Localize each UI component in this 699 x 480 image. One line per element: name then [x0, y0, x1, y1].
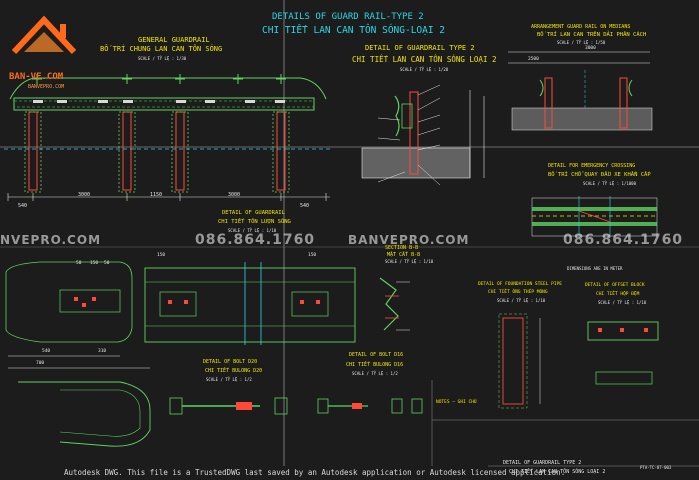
foundation-pipe-drawing	[498, 313, 541, 409]
notes-title: NOTES – GHI CHÚ	[436, 400, 477, 405]
dim-label: 150	[157, 253, 166, 258]
sectionbb-title-en: SECTION B-B	[385, 245, 419, 251]
dim-label: 700	[36, 361, 45, 366]
titleblock-line2: CHI TIẾT LAN CAN TÔN SÓNG LOẠI 2	[509, 469, 606, 475]
bolt-d16-drawing	[317, 398, 423, 414]
watermark-phone-right: 086.864.1760	[563, 232, 684, 248]
foundation-title-en: DETAIL OF FOUNDATION STEEL PIPE	[478, 282, 562, 287]
offset-scale: SCALE / TỶ LỆ : 1/10	[598, 300, 647, 305]
dim-label: 1150	[150, 192, 163, 198]
bolt20-scale: SCALE / TỶ LỆ : 1/2	[206, 377, 252, 382]
bolt-d20-drawing	[169, 397, 288, 415]
general-scale: SCALE / TỶ LỆ : 1/30	[138, 56, 187, 61]
median-scale: SCALE / TỶ LỆ : 1/50	[557, 40, 606, 45]
bolt20-title-vi: CHI TIẾT BULONG D20	[205, 368, 263, 374]
dim-label: 540	[18, 203, 28, 209]
sectionbb-title-vi: MẶT CẮT B-B	[387, 252, 421, 258]
dim-label: 2500	[528, 57, 539, 62]
median-arrangement	[508, 51, 653, 131]
guardrail-type2-section	[361, 84, 485, 186]
offset-title-vi: CHI TIẾT HỘP ĐỆM	[596, 292, 640, 297]
watermark-site-left: NVEPRO.COM	[0, 233, 102, 247]
logo-name: BAN-VE.COM	[9, 72, 64, 82]
type2-scale: SCALE / TỶ LỆ : 1/20	[400, 67, 449, 72]
dim-label: 3000	[78, 192, 91, 198]
type2-title-en: DETAIL OF GUARDRAIL TYPE 2	[365, 44, 475, 52]
bolt16-title-en: DETAIL OF BOLT D16	[349, 352, 404, 358]
bolt16-scale: SCALE / TỶ LỆ : 1/2	[352, 371, 398, 376]
dim-label: 150	[308, 253, 317, 258]
guardrail-plate-detail	[5, 261, 356, 447]
watermark-site-right: BANVEPRO.COM	[348, 233, 470, 247]
guardrail-scale: SCALE / TỶ LỆ : 1/10	[228, 228, 277, 233]
logo-tagline: BANVEPRO.COM	[28, 84, 65, 90]
emergency-note: DIMENSIONS ARE IN METER	[567, 266, 623, 271]
titleblock-code: PTA-TC-07-003	[640, 465, 672, 470]
dim-label: 3000	[585, 46, 596, 51]
dim-label: 540	[42, 349, 51, 354]
house-logo-icon	[11, 15, 77, 55]
dim-label: 150	[90, 261, 99, 266]
offset-title-en: DETAIL OF OFFSET BLOCK	[585, 283, 645, 288]
dim-label: 310	[98, 349, 107, 354]
dwg-status-message: Autodesk DWG. This file is a TrustedDWG …	[64, 468, 566, 477]
main-title-vi: CHI TIẾT LAN CAN TÔN SÓNG-LOẠI 2	[262, 25, 446, 36]
type2-title-vi: CHI TIẾT LAN CAN TÔN SÓNG LOẠI 2	[352, 55, 497, 64]
offset-block-drawing	[587, 321, 659, 385]
main-title-en: DETAILS OF GUARD RAIL-TYPE 2	[272, 12, 424, 22]
watermark-phone-left: 086.864.1760	[195, 232, 316, 248]
dim-label: 50	[76, 261, 82, 266]
general-title-vi: BỐ TRÍ CHUNG LAN CAN TÔN SÓNG	[100, 45, 223, 53]
bolt16-title-vi: CHI TIẾT BULONG D16	[346, 362, 404, 368]
guardrail-title-vi: CHI TIẾT TÔN LƯỢN SÓNG	[218, 219, 291, 225]
guardrail-title-en: DETAIL OF GUARDRAIL	[222, 210, 285, 216]
emergency-title-en: DETAIL FOR EMERGENCY CROSSING	[548, 163, 636, 169]
dim-label: 50	[104, 261, 110, 266]
foundation-scale: SCALE / TỶ LỆ : 1/10	[497, 298, 546, 303]
section-bb-drawing	[379, 277, 410, 331]
bolt20-title-en: DETAIL OF BOLT D20	[203, 359, 258, 365]
dim-label: 540	[300, 203, 310, 209]
median-title-en: ARRANGEMENT GUARD RAIL ON MEDIANS	[531, 24, 631, 30]
dim-label: 3000	[228, 192, 241, 198]
median-title-vi: BỐ TRÍ LAN CAN TRÊN DẢI PHÂN CÁCH	[537, 32, 647, 38]
emergency-crossing-plan	[531, 196, 658, 238]
general-guardrail-elevation	[4, 74, 330, 201]
sectionbb-scale: SCALE / TỶ LỆ : 1/10	[385, 259, 434, 264]
titleblock-line1: DETAIL OF GUARDRAIL TYPE 2	[503, 460, 582, 466]
foundation-title-vi: CHI TIẾT ỐNG THÉP MÓNG	[488, 290, 548, 295]
general-title-en: GENERAL GUARDRAIL	[138, 36, 210, 44]
emergency-title-vi: BỐ TRÍ CHỖ QUAY ĐẦU XE KHẨN CẤP	[548, 172, 651, 178]
emergency-scale: SCALE / TỶ LỆ : 1/1000	[583, 181, 636, 186]
